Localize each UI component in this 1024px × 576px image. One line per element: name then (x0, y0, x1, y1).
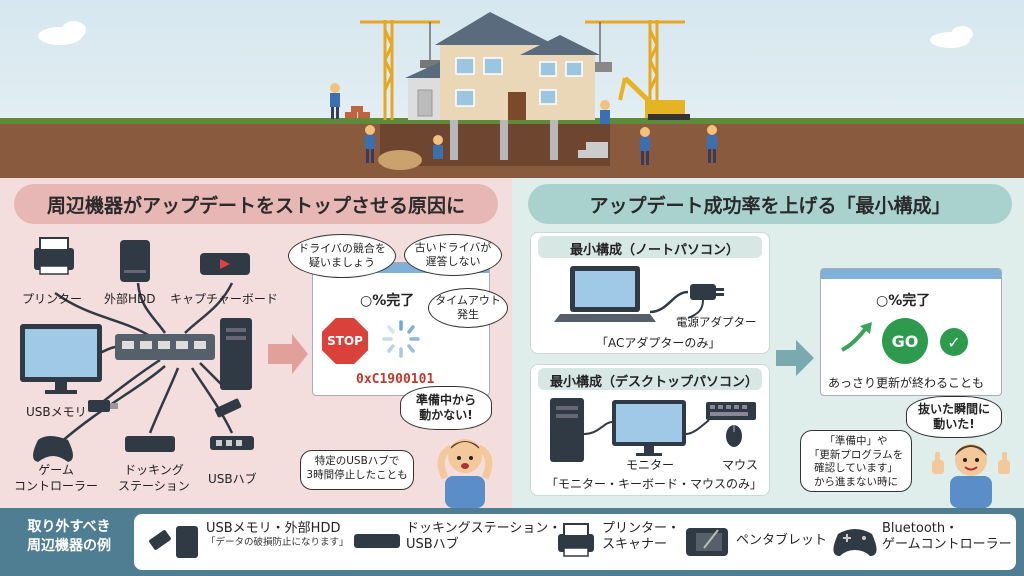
success-caption: あっさり更新が終わることも (828, 376, 985, 390)
happy-person-icon (932, 444, 1010, 508)
arrow-right-teal-icon (776, 340, 814, 376)
monitor-label: モニター (626, 458, 675, 472)
stop-sign-icon: STOP (322, 318, 368, 364)
worried-person-icon (437, 439, 493, 508)
pen-tablet-icon (686, 528, 728, 556)
old-driver-bubble: 古いドライバが 遅答しない (404, 234, 502, 276)
docking-station-icon (125, 436, 175, 452)
window-titlebar (313, 263, 489, 273)
game-controller-label: ゲーム コントローラー (14, 463, 99, 493)
check-circle-icon: ✓ (940, 328, 968, 356)
power-adapter-icon (687, 284, 724, 319)
usb-memory-label: USBメモリ (26, 405, 87, 419)
usb-hub-stopped-note: 特定のUSBハブで 3時間停止したことも (300, 450, 414, 490)
usb-memory-icon (88, 400, 118, 412)
laptop-card-caption: 「ACアダプターのみ」 (596, 336, 721, 350)
bottom-title: 取り外すべき 周辺機器の例 (27, 519, 111, 554)
desktop-card-header-bg (538, 368, 762, 390)
success-window-titlebar (821, 269, 1001, 279)
printer-label: プリンター (22, 292, 83, 306)
laptop-icon (554, 266, 656, 322)
monitor-icon (20, 324, 102, 394)
upward-trend-arrow-icon (841, 322, 872, 352)
construction-illustration (0, 12, 1024, 178)
preparing-stuck-note: 「準備中」や 「更新プログラムを 確認しています」 から進まない時に (800, 430, 912, 492)
bottom-item-3-label: プリンター・ スキャナー (602, 521, 681, 553)
docking-station-hub-icon (354, 534, 400, 548)
printer-icon (34, 237, 74, 275)
capture-board-icon (200, 253, 250, 275)
capture-board-label: キャプチャーボード (170, 292, 278, 306)
moved-speech-bubble: 抜いた瞬間に 動いた! (906, 396, 1002, 438)
usb-hub-icon (210, 398, 254, 450)
power-adapter-label: 電源アダプター (676, 315, 757, 329)
desktop-card-title: 最小構成（デスクトップパソコン） (550, 375, 759, 390)
loading-spinner-icon (382, 320, 420, 358)
mouse-label: マウス (722, 458, 759, 472)
bottom-item-1-sub: 「データの破損防止になります」 (206, 537, 349, 549)
usb-hub-label: USBハブ (208, 472, 257, 486)
external-hdd-icon (120, 240, 150, 282)
laptop-adapter-illustration (554, 266, 724, 322)
timeout-bubble: タイムアウト 発生 (428, 288, 508, 328)
external-hdd-label: 外部HDD (104, 292, 156, 306)
bottom-item-2-label: ドッキングステーション・ USBハブ (406, 521, 562, 553)
left-panel-title: 周辺機器がアップデートをストップさせる原因に (14, 184, 498, 224)
right-panel-title: アップデート成功率を上げる「最小構成」 (528, 184, 1012, 224)
keyboard-icon (706, 402, 756, 420)
driver-conflict-bubble: ドライバの競合を 疑いましょう (288, 234, 396, 278)
success-progress-text: ○%完了 (876, 293, 931, 309)
bottom-item-4-label: ペンタブレット (736, 533, 828, 548)
error-code-text: 0xC1900101 (356, 372, 435, 387)
bottom-item-1: USBメモリ・外部HDD 「データの破損防止になります」 (206, 521, 349, 549)
usb-hub-center-icon (115, 334, 215, 360)
desktop-card-caption: 「モニター・キーボード・マウスのみ」 (546, 477, 763, 491)
bottom-item-1-label: USBメモリ・外部HDD (206, 521, 341, 536)
update-progress-text: ○%完了 (360, 293, 415, 309)
usb-memory-hdd-icon (149, 526, 198, 558)
go-circle-icon: GO (882, 318, 928, 364)
laptop-card-title: 最小構成（ノートパソコン） (570, 243, 740, 258)
docking-station-label: ドッキング ステーション (118, 463, 190, 493)
game-controller-icon (33, 436, 73, 462)
pc-tower-icon (220, 318, 252, 390)
game-controller-bluetooth-icon (833, 529, 877, 556)
printer-scanner-icon (558, 523, 594, 557)
stuck-speech-bubble: 準備中から 動かない! (400, 386, 492, 430)
construction-scene (0, 0, 1024, 178)
tower-icon (550, 398, 584, 462)
bottom-item-5-label: Bluetooth・ ゲームコントローラー (882, 521, 1012, 553)
mouse-icon (726, 425, 742, 447)
arrow-right-icon (268, 334, 308, 374)
desktop-set-illustration (550, 398, 756, 462)
desktop-monitor-icon (612, 400, 686, 456)
peripheral-devices-illustration (20, 237, 308, 462)
laptop-card-header-bg (538, 236, 762, 258)
